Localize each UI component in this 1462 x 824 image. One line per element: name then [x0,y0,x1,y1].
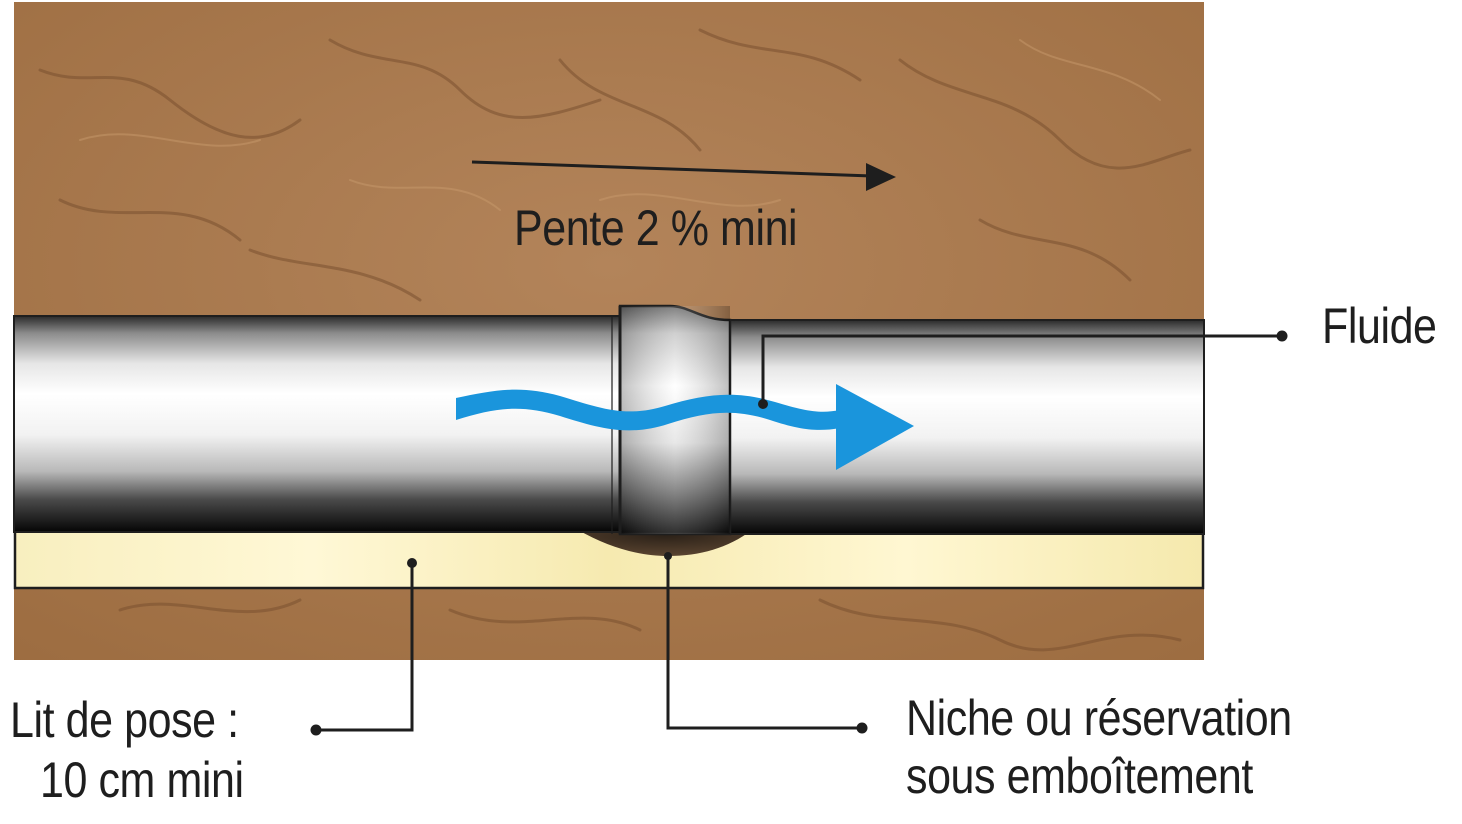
leader-lines [316,334,1282,732]
leader-dots [310,330,1288,736]
fluid-leader-line [761,334,1282,404]
bedding-label-line1: Lit de pose : [10,692,239,748]
arrow-right-icon [471,160,896,191]
wavy-arrow-right-icon [456,384,914,470]
bedding-label-line2: 10 cm mini [40,752,244,808]
bedding-leader-line [316,563,414,732]
niche-leader-line [666,556,862,730]
socket-niche [578,530,752,556]
fluid-label: Fluide [1322,298,1437,354]
niche-label-line2: sous emboîtement [906,748,1253,804]
niche-label-line1: Niche ou réservation [906,690,1292,746]
slope-label: Pente 2 % mini [514,200,798,256]
pipe [13,304,1205,536]
